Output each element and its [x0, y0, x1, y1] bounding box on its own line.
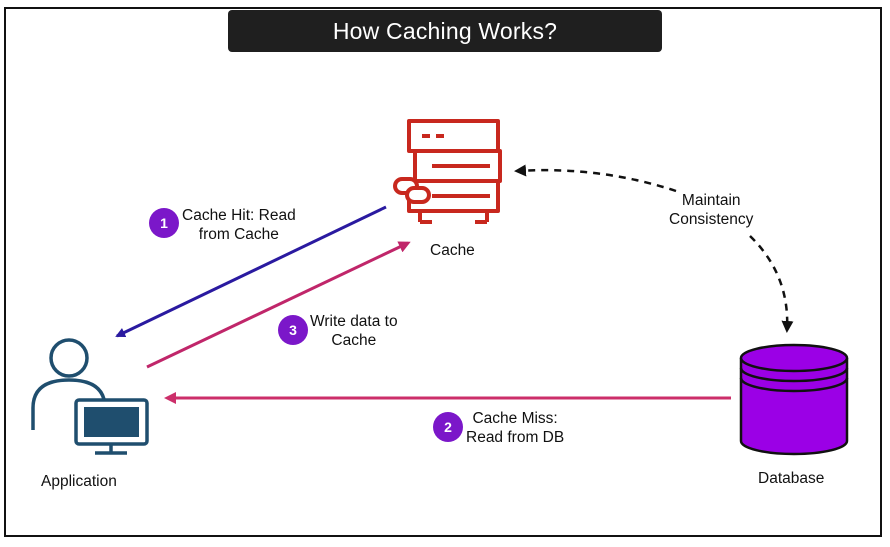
step-2-label: Cache Miss: Read from DB — [466, 410, 565, 446]
step-2-badge: 2 — [433, 412, 463, 442]
step-3-label: Write data to Cache — [310, 313, 398, 349]
arrow-write-cache — [146, 241, 411, 369]
user-computer-icon — [31, 338, 149, 455]
step-1-label: Cache Hit: Read from Cache — [182, 207, 296, 243]
page-title: How Caching Works? — [228, 10, 662, 52]
arrow-cache-hit — [115, 205, 387, 338]
arrow-consistency-to-db — [749, 235, 794, 333]
server-cache-icon — [393, 119, 502, 224]
consistency-label: Maintain Consistency — [669, 192, 754, 228]
database-cylinder-icon — [739, 343, 849, 456]
application-label: Application — [41, 473, 117, 490]
database-label: Database — [758, 470, 825, 487]
step-3-badge: 3 — [278, 315, 308, 345]
page-title-text: How Caching Works? — [332, 17, 558, 44]
arrow-consistency-to-cache — [514, 164, 677, 193]
step-1-badge: 1 — [149, 208, 179, 238]
cache-label: Cache — [430, 242, 475, 259]
diagram-frame — [4, 7, 882, 537]
